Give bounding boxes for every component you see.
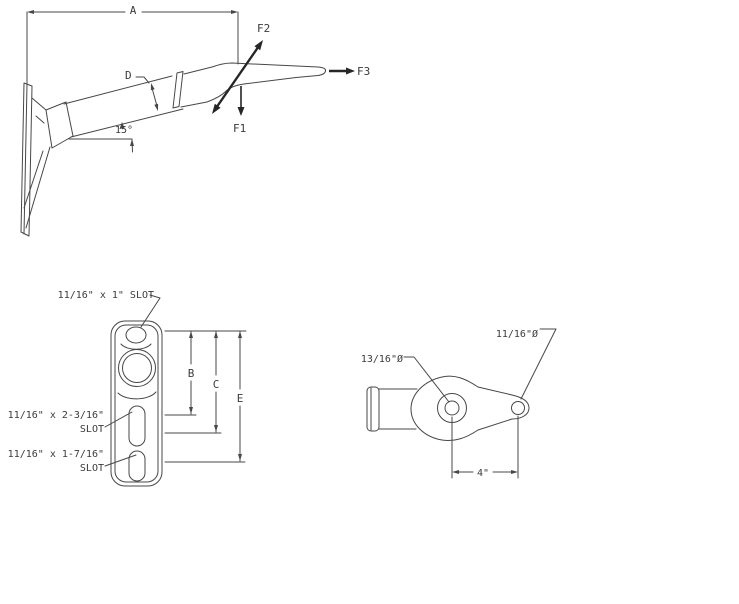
front-view: B C E 11/16" x 1" SLOT 11/16" x 2-3/16" … xyxy=(8,290,247,487)
dimension-c-arrow-bottom xyxy=(214,425,218,432)
dimension-a-arrow-left xyxy=(27,10,34,14)
angle-label: 15° xyxy=(115,125,133,136)
dimension-d-arrow-bottom xyxy=(154,103,159,111)
top-slot-leader xyxy=(140,294,161,328)
plate-outline-inner xyxy=(114,324,159,483)
dimension-d-leader xyxy=(135,76,158,107)
end-hole-leader xyxy=(520,328,557,400)
angle-arrow xyxy=(130,139,134,146)
force-f2-label: F2 xyxy=(257,22,270,35)
middle-slot xyxy=(128,405,146,447)
shaft xyxy=(63,75,184,138)
side-view: A D 15° F2 xyxy=(20,4,370,237)
dimension-b-arrow-bottom xyxy=(189,407,193,414)
force-f3: F3 xyxy=(329,65,370,78)
extension-lines xyxy=(164,330,247,463)
tube-end-cap xyxy=(366,386,380,432)
saddle-arc xyxy=(120,343,152,350)
top-slot xyxy=(125,326,147,344)
dimension-d: D xyxy=(125,69,159,111)
dimension-e-label: E xyxy=(237,392,244,405)
dimension-a-arrow-right xyxy=(231,10,238,14)
force-f2: F2 xyxy=(212,22,270,114)
hole-spacing-lines xyxy=(451,415,519,479)
hole-spacing-label: 4" xyxy=(477,468,489,479)
middle-slot-leader xyxy=(104,411,133,428)
force-f1-arrowhead xyxy=(237,107,245,116)
dimension-a: A xyxy=(26,4,239,85)
dimension-c-arrow-top xyxy=(214,331,218,338)
bottom-slot-label-line2: SLOT xyxy=(80,463,104,474)
tube-body xyxy=(378,388,418,430)
dimension-e-arrow-bottom xyxy=(238,454,242,461)
force-f3-arrowhead xyxy=(346,67,355,75)
arm-head xyxy=(180,62,327,108)
hole-spacing-dimension: 4" xyxy=(451,415,519,479)
plate-outline-outer xyxy=(110,320,163,487)
middle-slot-label-line2: SLOT xyxy=(80,424,104,435)
bottom-slot xyxy=(128,450,146,482)
center-hole-leader xyxy=(403,356,450,403)
collar xyxy=(172,71,184,109)
angle-dimension: 15° xyxy=(68,122,134,153)
force-f3-label: F3 xyxy=(357,65,370,78)
bottom-slot-label-line1: 11/16" x 1-7/16" xyxy=(8,449,104,460)
hole-spacing-arrow-left xyxy=(452,470,459,474)
dimension-c-label: C xyxy=(213,378,220,391)
lower-weld-arc xyxy=(117,391,157,400)
dimension-a-lines xyxy=(26,11,239,85)
bottom-slot-leader xyxy=(104,454,137,467)
force-f1: F1 xyxy=(233,86,246,135)
base-plate-edge xyxy=(20,82,33,237)
dimension-e: E xyxy=(237,330,244,462)
dimension-e-arrow-top xyxy=(238,331,242,338)
teardrop-body xyxy=(410,375,530,441)
center-hole-label: 13/16"Ø xyxy=(361,353,403,365)
dimension-b-arrow-top xyxy=(189,331,193,338)
tube-hole-inner xyxy=(122,353,152,383)
center-hole xyxy=(444,400,460,416)
end-hole xyxy=(511,401,525,415)
top-slot-label: 11/16" x 1" SLOT xyxy=(58,290,154,301)
force-f1-label: F1 xyxy=(233,122,246,135)
dimension-c: C xyxy=(213,330,220,433)
angle-reference-lines xyxy=(68,138,133,153)
hole-spacing-arrow-right xyxy=(511,470,518,474)
dimension-b-label: B xyxy=(188,367,195,380)
end-hole-label: 11/16"Ø xyxy=(496,328,538,340)
force-f2-arrowhead xyxy=(254,40,263,51)
dimension-d-arrow-top xyxy=(150,83,155,91)
force-f2-reaction-arrowhead xyxy=(212,103,221,114)
dimension-d-label: D xyxy=(125,69,132,82)
middle-slot-label-line1: 11/16" x 2-3/16" xyxy=(8,410,104,421)
angle-tick-arrow xyxy=(119,122,125,129)
dimension-b: B xyxy=(188,330,195,415)
tube-hole-outer xyxy=(118,349,156,387)
top-view: 13/16"Ø 11/16"Ø 4" xyxy=(361,328,557,479)
force-f2-line xyxy=(213,42,262,112)
dimension-a-label: A xyxy=(130,4,137,17)
